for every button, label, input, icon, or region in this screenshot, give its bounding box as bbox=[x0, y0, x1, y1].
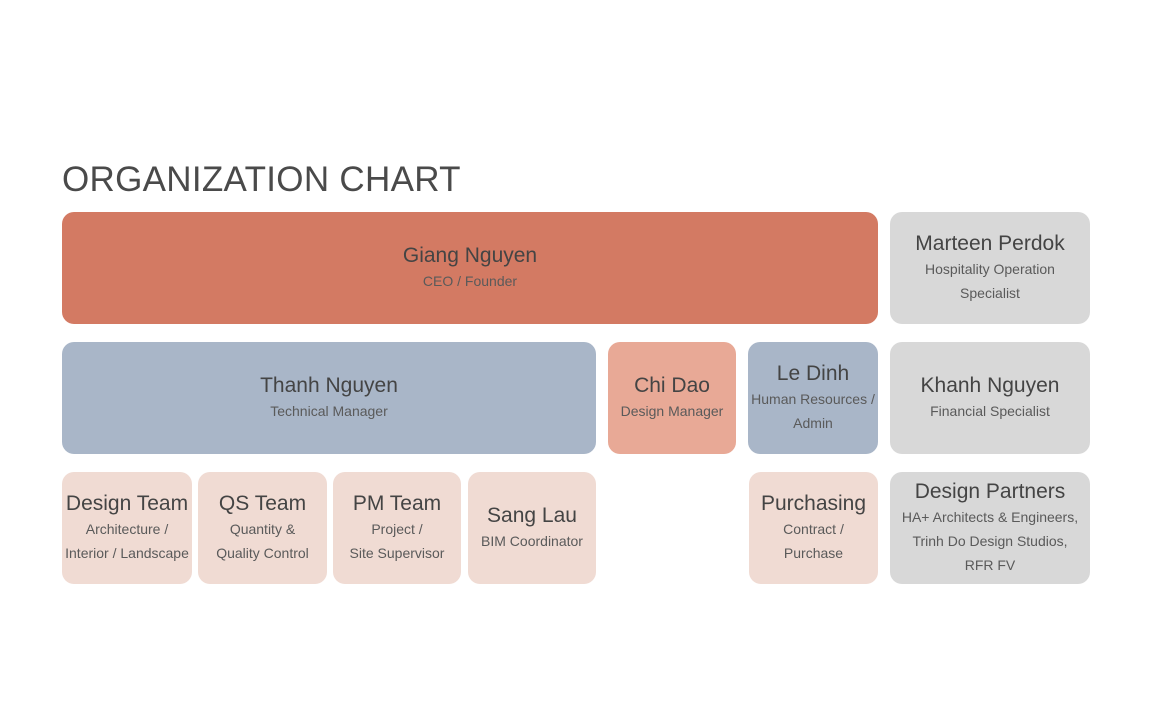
box-name: Chi Dao bbox=[634, 374, 710, 397]
box-role: CEO / Founder bbox=[422, 273, 518, 289]
box-name: Design Partners bbox=[914, 480, 1066, 503]
box-purchasing: Purchasing Contract / Purchase bbox=[749, 472, 878, 584]
page-title: ORGANIZATION CHART bbox=[62, 160, 461, 199]
box-name: Giang Nguyen bbox=[402, 244, 538, 267]
box-qs-team: QS Team Quantity & Quality Control bbox=[198, 472, 327, 584]
box-role: BIM Coordinator bbox=[481, 533, 583, 549]
box-le-dinh-hr-admin: Le Dinh Human Resources / Admin bbox=[748, 342, 878, 454]
box-name: Thanh Nguyen bbox=[260, 374, 398, 397]
box-thanh-nguyen-technical-manager: Thanh Nguyen Technical Manager bbox=[62, 342, 596, 454]
box-role: Project / Site Supervisor bbox=[349, 521, 445, 561]
box-name: Marteen Perdok bbox=[915, 232, 1065, 255]
box-role: Design Manager bbox=[620, 403, 724, 419]
box-role: Financial Specialist bbox=[930, 403, 1050, 419]
box-role: Hospitality Operation Specialist bbox=[925, 261, 1055, 301]
box-role: Contract / Purchase bbox=[783, 521, 844, 561]
box-name: Purchasing bbox=[760, 492, 867, 515]
box-name: Sang Lau bbox=[487, 504, 577, 527]
box-name: Khanh Nguyen bbox=[920, 374, 1060, 397]
box-design-team: Design Team Architecture / Interior / La… bbox=[62, 472, 192, 584]
box-role: Quantity & Quality Control bbox=[216, 521, 309, 561]
box-pm-team: PM Team Project / Site Supervisor bbox=[333, 472, 461, 584]
box-name: QS Team bbox=[218, 492, 307, 515]
box-role: HA+ Architects & Engineers, Trinh Do Des… bbox=[901, 509, 1079, 573]
box-name: Le Dinh bbox=[776, 362, 850, 385]
box-role: Technical Manager bbox=[270, 403, 388, 419]
box-name: Design Team bbox=[65, 492, 189, 515]
box-khanh-nguyen-financial: Khanh Nguyen Financial Specialist bbox=[890, 342, 1090, 454]
box-giang-nguyen-ceo: Giang Nguyen CEO / Founder bbox=[62, 212, 878, 324]
box-sang-lau-bim: Sang Lau BIM Coordinator bbox=[468, 472, 596, 584]
box-marteen-perdok: Marteen Perdok Hospitality Operation Spe… bbox=[890, 212, 1090, 324]
box-name: PM Team bbox=[352, 492, 442, 515]
box-design-partners: Design Partners HA+ Architects & Enginee… bbox=[890, 472, 1090, 584]
box-chi-dao-design-manager: Chi Dao Design Manager bbox=[608, 342, 736, 454]
box-role: Architecture / Interior / Landscape bbox=[65, 521, 189, 561]
box-role: Human Resources / Admin bbox=[751, 391, 875, 431]
